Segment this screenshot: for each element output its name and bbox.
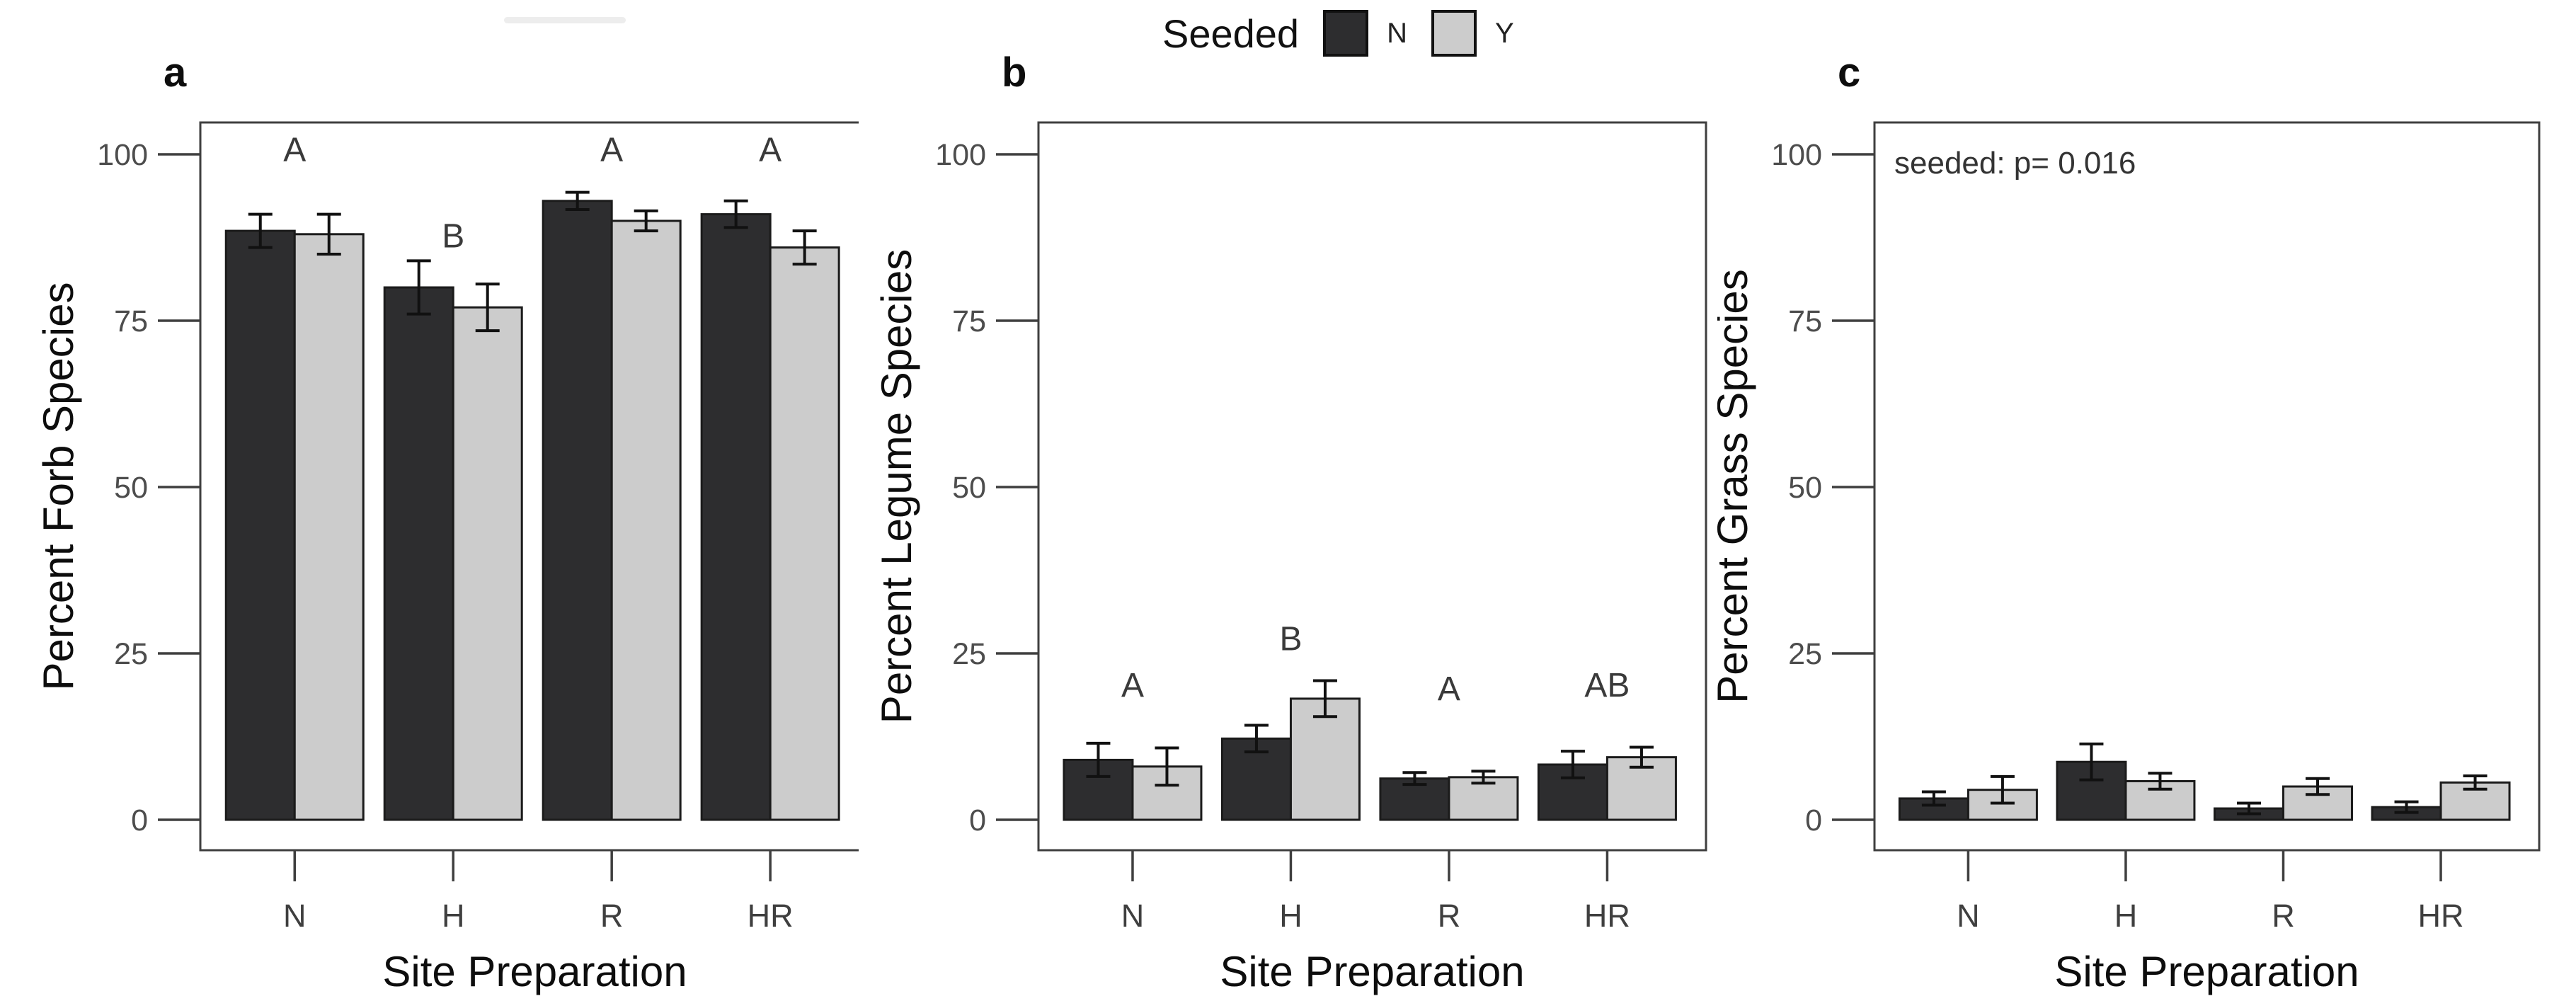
p-value-annotation: seeded: p= 0.016 <box>1894 146 2136 181</box>
panel-letter-b: b <box>1002 50 1027 96</box>
sig-letter: A <box>1121 667 1144 704</box>
y-tick-label: 0 <box>969 803 986 837</box>
x-tick-label: HR <box>2418 898 2464 934</box>
x-tick-label: N <box>1121 898 1145 934</box>
x-tick-label: R <box>2272 898 2295 934</box>
y-tick-label: 75 <box>114 304 148 338</box>
y-tick-label: 75 <box>952 304 986 338</box>
bar-a-N-Y <box>293 233 365 821</box>
x-tick-label: H <box>1279 898 1303 934</box>
y-tick-label: 25 <box>114 637 148 671</box>
y-tick-label: 100 <box>935 138 986 172</box>
y-tick-label: 100 <box>97 138 148 172</box>
bar-a-HR-Y <box>769 246 840 821</box>
x-axis-title: Site Preparation <box>2054 948 2359 995</box>
sig-letter: A <box>283 131 306 168</box>
y-tick-label: 50 <box>1788 471 1822 505</box>
panel-letter-a: a <box>164 50 187 96</box>
legend-swatch-n-icon <box>1323 10 1369 57</box>
y-tick-label: 50 <box>114 471 148 505</box>
sig-letter: B <box>442 218 464 256</box>
sig-letter: B <box>1279 620 1302 658</box>
x-tick-label: N <box>1957 898 1980 934</box>
sig-letter: AB <box>1584 667 1630 704</box>
bar-a-N-N <box>224 229 296 821</box>
legend: Seeded N Y <box>1162 10 1514 57</box>
y-tick-label: 25 <box>1788 637 1822 671</box>
smudge-artifact <box>504 17 626 23</box>
x-tick-label: H <box>2114 898 2138 934</box>
legend-label-n: N <box>1387 17 1407 49</box>
y-tick-label: 100 <box>1771 138 1822 172</box>
sig-letter: A <box>759 131 782 168</box>
x-axis-title: Site Preparation <box>382 948 687 995</box>
legend-title: Seeded <box>1162 11 1300 56</box>
x-tick-label: HR <box>1584 898 1630 934</box>
sig-letter: A <box>1438 670 1460 708</box>
sig-letter: A <box>600 131 623 168</box>
y-tick-label: 50 <box>952 471 986 505</box>
panel-letter-c: c <box>1838 50 1861 96</box>
bar-a-R-Y <box>610 219 682 821</box>
x-tick-label: N <box>283 898 307 934</box>
plot-border <box>1873 121 2541 852</box>
legend-item-n: N <box>1323 10 1407 57</box>
y-tick-label: 75 <box>1788 304 1822 338</box>
plot-border <box>1037 121 1707 852</box>
bar-b-H-Y <box>1289 697 1361 821</box>
legend-swatch-y-icon <box>1431 10 1477 57</box>
x-tick-label: R <box>600 898 624 934</box>
y-axis-title: Percent Grass Species <box>1717 269 1756 704</box>
y-axis-title: Percent Legume Species <box>873 249 920 723</box>
y-tick-label: 0 <box>1805 803 1822 837</box>
legend-item-y: Y <box>1431 10 1514 57</box>
bar-a-HR-N <box>700 213 772 821</box>
y-tick-label: 25 <box>952 637 986 671</box>
y-axis-title: Percent Forb Species <box>35 282 82 691</box>
x-axis-title: Site Preparation <box>1220 948 1524 995</box>
bar-a-H-Y <box>452 306 523 821</box>
bar-a-R-N <box>542 200 613 821</box>
x-tick-label: HR <box>748 898 794 934</box>
x-tick-label: H <box>442 898 465 934</box>
y-tick-label: 0 <box>131 803 148 837</box>
legend-label-y: Y <box>1494 17 1514 49</box>
x-tick-label: R <box>1438 898 1461 934</box>
bar-a-H-N <box>383 286 454 821</box>
